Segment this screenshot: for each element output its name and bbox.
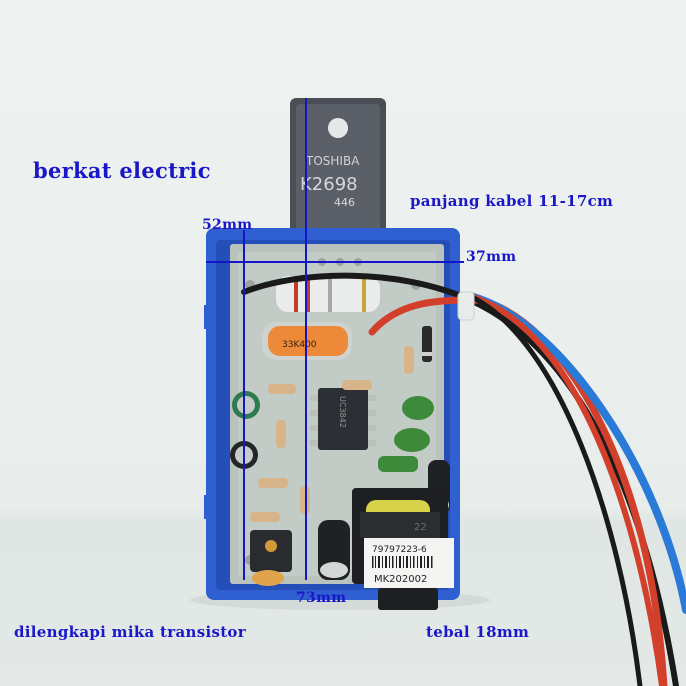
measure-line-width	[206, 261, 464, 263]
svg-text:MK202002: MK202002	[374, 574, 427, 585]
cables	[241, 272, 686, 686]
brand-label: berkat electric	[33, 158, 211, 183]
measure-line-center	[305, 98, 307, 580]
measure-line-left	[243, 230, 245, 580]
thickness-label: tebal 18mm	[426, 623, 530, 641]
svg-text:K2698: K2698	[300, 174, 358, 195]
svg-text:UC3842: UC3842	[338, 396, 347, 428]
cable-tie	[457, 291, 475, 321]
svg-text:446: 446	[334, 196, 355, 209]
feature-label: dilengkapi mika transistor	[14, 623, 246, 641]
width-label: 52mm	[202, 217, 253, 233]
length-label: 73mm	[296, 590, 347, 606]
svg-text:TOSHIBA: TOSHIBA	[305, 154, 360, 168]
height-label: 37mm	[466, 249, 517, 265]
pcb: 33K400 UC3842	[230, 244, 454, 610]
svg-text:79797223-6: 79797223-6	[372, 545, 427, 555]
svg-text:22: 22	[414, 522, 427, 533]
cable-length-label: panjang kabel 11-17cm	[410, 192, 614, 210]
svg-text:33K400: 33K400	[282, 340, 317, 350]
transformer-sticker: 79797223-6 MK202002	[364, 538, 454, 588]
